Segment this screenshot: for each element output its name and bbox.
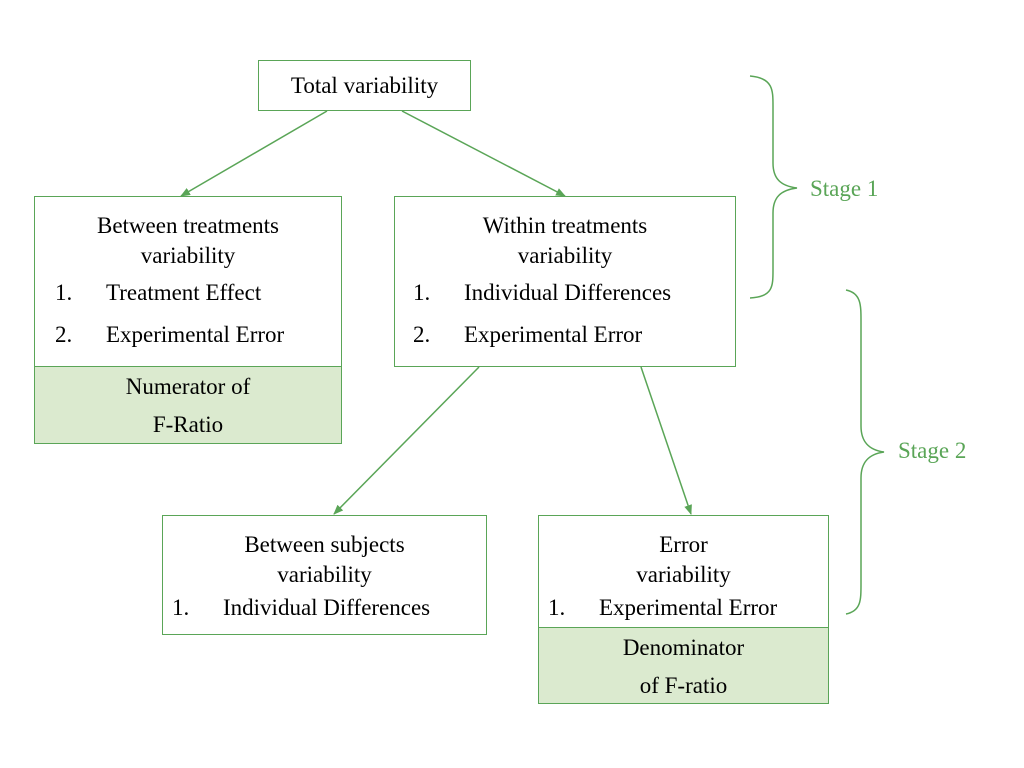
between-treatments-title: Between treatments variability (96, 213, 279, 268)
arrow-within-to-error (640, 366, 692, 515)
error-variability-node: Error variability 1. Experimental Error (538, 515, 829, 628)
arrow-total-to-within-treatments (401, 110, 566, 197)
list-item-text: Experimental Error (464, 322, 643, 347)
list-item-text: Individual Differences (223, 595, 431, 620)
list-item: 2. Experimental Error (413, 320, 735, 350)
between-subjects-list: 1. Individual Differences (163, 593, 486, 623)
within-treatments-node: Within treatments variability 1. Individ… (394, 196, 736, 367)
arrow-total-to-between-treatments (180, 110, 328, 197)
list-item-number: 1. (413, 280, 431, 305)
denominator-of-f-ratio-note: Denominator of F-ratio (538, 627, 829, 704)
stage-1-brace (749, 75, 798, 299)
list-item-text: Individual Differences (464, 280, 672, 305)
list-item-number: 1. (55, 280, 73, 305)
within-treatments-list: 1. Individual Differences 2. Experimenta… (395, 278, 735, 350)
between-subjects-title: Between subjects variability (244, 532, 405, 587)
list-item-number: 1. (172, 595, 190, 620)
numerator-of-f-ratio-note: Numerator of F-Ratio (34, 366, 342, 444)
list-item-number: 2. (55, 322, 73, 347)
stage-1-label: Stage 1 (810, 176, 879, 201)
list-item-text: Experimental Error (599, 595, 778, 620)
within-treatments-title: Within treatments variability (482, 213, 648, 268)
stage-2-brace (845, 289, 885, 615)
list-item: 1. Treatment Effect (55, 278, 341, 308)
total-variability-title: Total variability (290, 73, 439, 98)
list-item: 1. Experimental Error (548, 593, 828, 623)
error-variability-title: Error variability (636, 532, 731, 587)
stage-2-label: Stage 2 (898, 438, 967, 463)
total-variability-node: Total variability (258, 60, 471, 111)
arrow-within-to-between-subjects (333, 366, 480, 515)
list-item-text: Treatment Effect (106, 280, 262, 305)
error-variability-list: 1. Experimental Error (539, 593, 828, 623)
list-item-number: 1. (548, 595, 566, 620)
between-treatments-list: 1. Treatment Effect 2. Experimental Erro… (35, 278, 341, 350)
list-item-text: Experimental Error (106, 322, 285, 347)
between-treatments-node: Between treatments variability 1. Treatm… (34, 196, 342, 367)
list-item: 1. Individual Differences (172, 593, 486, 623)
list-item: 2. Experimental Error (55, 320, 341, 350)
list-item-number: 2. (413, 322, 431, 347)
list-item: 1. Individual Differences (413, 278, 735, 308)
between-subjects-node: Between subjects variability 1. Individu… (162, 515, 487, 635)
